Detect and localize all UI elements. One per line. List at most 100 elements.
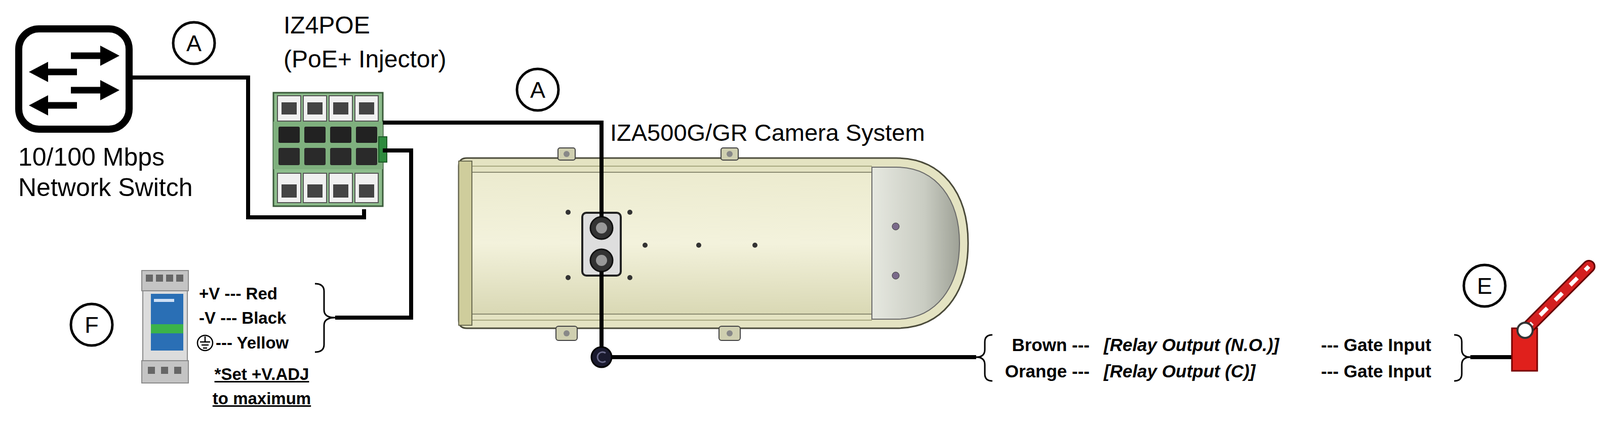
injector-board — [333, 102, 349, 115]
text-slot: E — [1462, 263, 1507, 308]
callout-circle: A — [171, 20, 217, 66]
injector-board — [355, 126, 378, 143]
wire-label: [Relay Output (N.O.)] — [1103, 334, 1279, 355]
injector-board — [281, 184, 297, 198]
switch-icon — [18, 28, 130, 130]
bracket — [314, 283, 336, 352]
injector-board — [277, 173, 301, 203]
network-switch: 10/100 Mbps Network Switch — [15, 25, 133, 133]
camera-housing — [642, 242, 648, 248]
label-slot: --- Gate Input — [1321, 361, 1432, 382]
text-slot: --- Yellow — [215, 332, 289, 353]
injector-board — [278, 126, 300, 143]
callout-outline — [516, 68, 559, 111]
text-slot: IZA500G/GR Camera System — [610, 117, 926, 148]
switch-icon — [70, 52, 104, 60]
camera-housing — [557, 147, 576, 160]
switch-icon — [44, 68, 77, 76]
switch-icon — [28, 61, 49, 83]
text-slot: +V --- Red — [198, 283, 278, 304]
ground-symbol — [200, 341, 211, 343]
ground-symbol — [204, 336, 207, 342]
callout-letter: F — [84, 313, 99, 337]
camera-housing — [696, 242, 702, 248]
camera-housing — [563, 330, 570, 337]
poe-injector: IZ4POE(PoE+ Injector) — [273, 89, 383, 210]
camera-housing — [627, 274, 633, 280]
cable — [601, 271, 977, 357]
camera-housing — [458, 161, 472, 326]
camera-housing — [752, 242, 758, 248]
camera-housing — [726, 330, 733, 337]
camera-housing — [892, 271, 900, 279]
label-slot: [Relay Output (N.O.)] — [1103, 334, 1279, 355]
camera-housing — [590, 249, 613, 272]
node-label: IZ4POE — [283, 10, 371, 41]
bracket — [976, 334, 993, 381]
node-label: (PoE+ Injector) — [283, 44, 447, 75]
callout-outline — [173, 22, 215, 64]
injector-board — [273, 92, 387, 207]
callout-circle: F — [69, 302, 114, 347]
wire-label: [Relay Output (C)] — [1103, 361, 1256, 382]
power-supply — [166, 274, 174, 282]
injector-board — [278, 147, 300, 166]
injector-board — [273, 121, 383, 170]
injector-board — [333, 184, 349, 198]
node-label: --- Yellow — [215, 332, 289, 353]
power-supply — [145, 274, 153, 282]
camera-housing — [627, 209, 633, 215]
injector-board — [307, 184, 323, 198]
injector-board — [329, 95, 353, 122]
injector-board — [358, 184, 375, 198]
cable — [1470, 354, 1514, 359]
text-slot: A — [515, 67, 560, 112]
ground-symbol — [197, 335, 213, 351]
label-slot: Orange --- — [1005, 361, 1090, 382]
injector-board — [304, 147, 326, 166]
text-slot: IZ4POE — [283, 10, 371, 41]
camera-housing — [718, 326, 741, 341]
camera-housing — [458, 147, 969, 341]
injector-board — [330, 126, 352, 143]
gate-barrier — [1517, 322, 1533, 338]
camera-housing — [721, 147, 739, 160]
text-slot: A — [171, 20, 217, 66]
wire-label: Orange --- — [1005, 361, 1090, 382]
injector-board — [354, 95, 379, 122]
switch-icon — [44, 102, 77, 109]
power-supply — [153, 298, 175, 302]
power-supply — [141, 270, 189, 383]
power-supply: +V --- Red -V --- Black --- Yellow *Set +V.… — [137, 263, 336, 416]
injector-board — [304, 126, 326, 143]
camera-system: IZA500G/GR Camera System — [458, 154, 970, 329]
injector-board — [354, 173, 379, 203]
injector-board — [330, 147, 352, 166]
switch-icon — [28, 95, 49, 116]
camera-housing — [590, 216, 613, 239]
injector-board — [307, 102, 323, 115]
callout-circle: E — [1462, 263, 1507, 308]
text-slot: -V --- Black — [198, 307, 287, 329]
injector-board — [355, 147, 378, 166]
camera-housing — [582, 212, 621, 276]
gate-barrier — [1525, 266, 1589, 331]
camera-housing — [871, 167, 960, 319]
wire-label: Brown --- — [1011, 334, 1090, 355]
cable — [382, 122, 602, 155]
camera-housing — [892, 222, 900, 230]
camera-housing — [565, 209, 571, 215]
wire-label: --- Gate Input — [1321, 334, 1432, 355]
node-label: *Set +V.ADJ to maximum — [208, 362, 315, 411]
power-supply — [147, 366, 155, 374]
wire-label: --- Gate Input — [1321, 361, 1432, 382]
ground-symbol — [197, 335, 213, 351]
injector-board — [329, 173, 353, 203]
bracket — [1454, 334, 1471, 381]
camera-housing — [471, 319, 872, 321]
callout-outline — [70, 303, 113, 346]
text-slot: *Set +V.ADJ to maximum — [208, 362, 315, 411]
gate-barrier — [1511, 266, 1589, 371]
